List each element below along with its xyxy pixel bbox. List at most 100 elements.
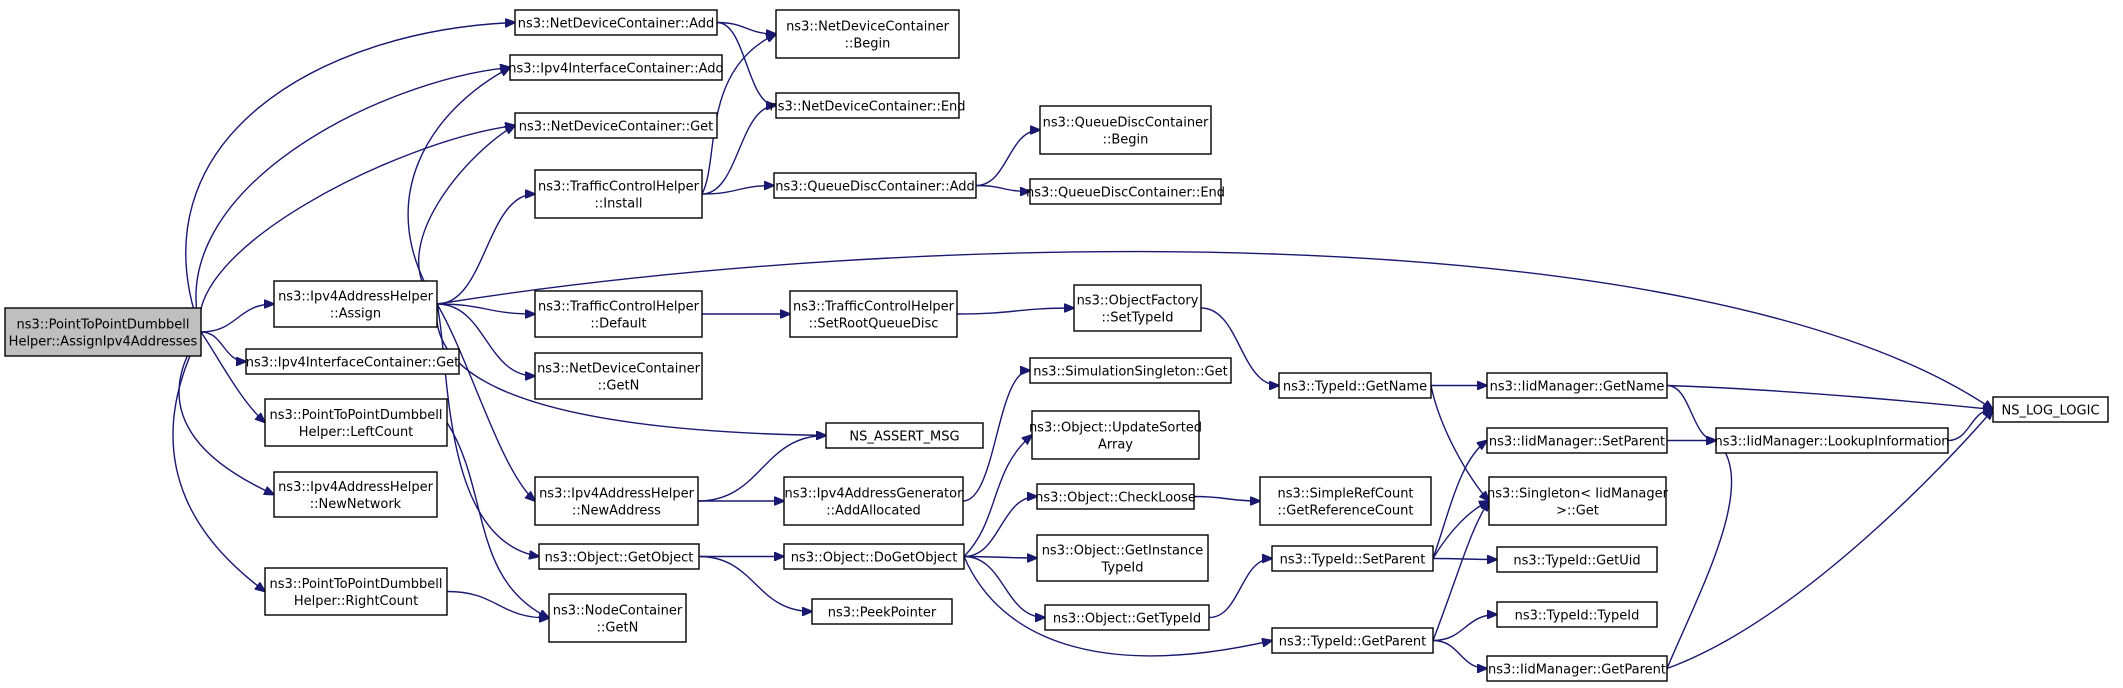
edge-root-to-ipv4ah_assign [200, 304, 274, 333]
node-box [264, 398, 448, 447]
node-label: ns3::NetDeviceContainer::End [769, 100, 965, 115]
node-ipv4ag-addalloc[interactable]: ns3::Ipv4AddressGenerator::AddAllocated [783, 476, 964, 526]
nodes-layer: ns3::PointToPointDumbbellHelper::AssignI… [4, 9, 2109, 682]
node-obj-dogetobject[interactable]: ns3::Object::DoGetObject [783, 543, 965, 570]
node-box [811, 598, 953, 625]
edge-ipv4ah_assign-to-ipv4ah_newaddress [436, 303, 535, 501]
node-typeid-getuid[interactable]: ns3::TypeId::GetUid [1496, 546, 1658, 573]
node-ipv4ah-newnetwork[interactable]: ns3::Ipv4AddressHelper::NewNetwork [273, 471, 438, 518]
node-of-settypeid[interactable]: ns3::ObjectFactory::SetTypeId [1073, 284, 1202, 332]
node-label: ns3::TrafficControlHelper [793, 300, 955, 315]
node-ndc-add[interactable]: ns3::NetDeviceContainer::Add [514, 9, 718, 36]
node-box [1271, 627, 1434, 654]
node-singleton-get[interactable]: ns3::Singleton< IidManager>::Get [1487, 476, 1669, 526]
node-qdc-begin[interactable]: ns3::QueueDiscContainer::Begin [1039, 105, 1212, 155]
node-label: ns3::Ipv4AddressGenerator [785, 487, 964, 502]
node-ipv4ah-newaddress[interactable]: ns3::Ipv4AddressHelper::NewAddress [534, 476, 699, 526]
node-box [775, 9, 960, 59]
node-typeid-getname[interactable]: ns3::TypeId::GetName [1278, 372, 1432, 399]
node-tch-setroot[interactable]: ns3::TrafficControlHelper::SetRootQueueD… [789, 290, 958, 338]
node-label: ns3::QueueDiscContainer::End [1026, 186, 1225, 201]
edge-qdc_add-to-qdc_end [975, 184, 1030, 192]
node-box [534, 352, 703, 400]
node-typeid-setparent[interactable]: ns3::TypeId::SetParent [1271, 545, 1434, 572]
node-label: ::Begin [845, 37, 891, 52]
node-box [1278, 372, 1432, 399]
node-label: ns3::SimulationSingleton::Get [1033, 365, 1227, 380]
node-box [1486, 372, 1668, 399]
node-box [1029, 178, 1222, 205]
edge-ptp_rightcount-to-nc_getn [446, 590, 549, 619]
node-label: ::Begin [1103, 133, 1149, 148]
node-ptp-leftcount[interactable]: ns3::PointToPointDumbbellHelper::LeftCou… [264, 398, 448, 447]
node-typeid-typeid[interactable]: ns3::TypeId::TypeId [1496, 601, 1658, 628]
node-iidm-setparent[interactable]: ns3::IidManager::SetParent [1486, 427, 1668, 454]
edge-ipv4ah_assign-to-ndc_get [417, 126, 515, 305]
node-root[interactable]: ns3::PointToPointDumbbellHelper::AssignI… [4, 307, 202, 357]
edge-typeid_getparent-to-singleton_get [1432, 501, 1489, 641]
node-ipv4ic-add[interactable]: ns3::Ipv4InterfaceContainer::Add [508, 54, 724, 81]
node-box [1259, 476, 1432, 526]
node-label: ns3::NetDeviceContainer::Get [519, 120, 714, 135]
node-obj-gettypeid[interactable]: ns3::Object::GetTypeId [1044, 604, 1210, 631]
node-ipv4ic-get[interactable]: ns3::Ipv4InterfaceContainer::Get [245, 348, 460, 375]
node-box [548, 593, 687, 643]
node-label: ns3::IidManager::GetParent [1488, 663, 1666, 678]
node-ndc-end[interactable]: ns3::NetDeviceContainer::End [769, 92, 966, 119]
edge-typeid_setparent-to-singleton_get [1432, 501, 1489, 559]
node-iidm-getname[interactable]: ns3::IidManager::GetName [1486, 372, 1668, 399]
node-label: ns3::Ipv4AddressHelper [278, 480, 434, 495]
node-tch-install[interactable]: ns3::TrafficControlHelper::Install [534, 169, 703, 219]
node-label: ns3::Ipv4AddressHelper [539, 487, 695, 502]
node-label: ns3::PeekPointer [828, 606, 937, 621]
node-obj-getobject[interactable]: ns3::Object::GetObject [538, 543, 700, 570]
edge-ipv4ah_assign-to-tch_default [436, 303, 535, 314]
node-tch-default[interactable]: ns3::TrafficControlHelper::Default [534, 290, 703, 338]
node-iidm-lookup[interactable]: ns3::IidManager::LookupInformation [1714, 427, 1950, 454]
node-box [509, 54, 723, 81]
node-box [775, 92, 960, 119]
node-label: ns3::TypeId::GetName [1283, 380, 1427, 395]
node-ndc-begin[interactable]: ns3::NetDeviceContainer::Begin [775, 9, 960, 59]
node-label: ns3::NetDeviceContainer::Add [518, 17, 715, 32]
node-box [1036, 483, 1195, 510]
node-label: ns3::Singleton< IidManager [1487, 487, 1669, 502]
node-label: ns3::Object::CheckLoose [1035, 491, 1196, 506]
node-ns-log-logic[interactable]: NS_LOG_LOGIC [1992, 396, 2109, 423]
node-src-getrefcount[interactable]: ns3::SimpleRefCount::GetReferenceCount [1259, 476, 1432, 526]
node-sims-get[interactable]: ns3::SimulationSingleton::Get [1029, 357, 1232, 384]
edge-typeid_setparent-to-typeid_getuid [1432, 559, 1497, 560]
node-box [1496, 601, 1658, 628]
edge-root-to-ptp_rightcount [172, 331, 265, 592]
node-ns-assert-msg[interactable]: NS_ASSERT_MSG [825, 422, 984, 449]
node-box [534, 290, 703, 338]
node-label: ::Default [590, 317, 646, 332]
node-typeid-getparent[interactable]: ns3::TypeId::GetParent [1271, 627, 1434, 654]
node-box [534, 476, 699, 526]
node-box [1044, 604, 1210, 631]
node-box [783, 476, 964, 526]
node-ndc-getn[interactable]: ns3::NetDeviceContainer::GetN [534, 352, 703, 400]
node-box [273, 471, 438, 518]
node-box [245, 348, 460, 375]
node-label: ns3::TrafficControlHelper [538, 300, 700, 315]
node-qdc-add[interactable]: ns3::QueueDiscContainer::Add [773, 172, 977, 199]
node-qdc-end[interactable]: ns3::QueueDiscContainer::End [1026, 178, 1225, 205]
node-obj-checkloose[interactable]: ns3::Object::CheckLoose [1035, 483, 1196, 510]
edge-typeid_getparent-to-iidm_getparent [1432, 639, 1487, 669]
edge-iidm_getname-to-ns_log_logic [1666, 384, 1993, 410]
node-box [1488, 476, 1667, 526]
node-nc-getn[interactable]: ns3::NodeContainer::GetN [548, 593, 687, 643]
node-ipv4ah-assign[interactable]: ns3::Ipv4AddressHelper::Assign [273, 280, 438, 328]
node-peekpointer[interactable]: ns3::PeekPointer [811, 598, 953, 625]
node-ptp-rightcount[interactable]: ns3::PointToPointDumbbellHelper::RightCo… [264, 567, 448, 616]
edge-ndc_add-to-ndc_begin [716, 21, 776, 35]
edge-ipv4ah_assign-to-obj_getobject [436, 303, 539, 557]
edge-typeid_getparent-to-typeid_typeid [1432, 615, 1497, 642]
node-iidm-getparent[interactable]: ns3::IidManager::GetParent [1486, 655, 1668, 682]
node-label: ::Install [595, 197, 643, 212]
edge-iidm_getname-to-iidm_lookup [1666, 384, 1716, 441]
node-ndc-get[interactable]: ns3::NetDeviceContainer::Get [514, 112, 718, 139]
